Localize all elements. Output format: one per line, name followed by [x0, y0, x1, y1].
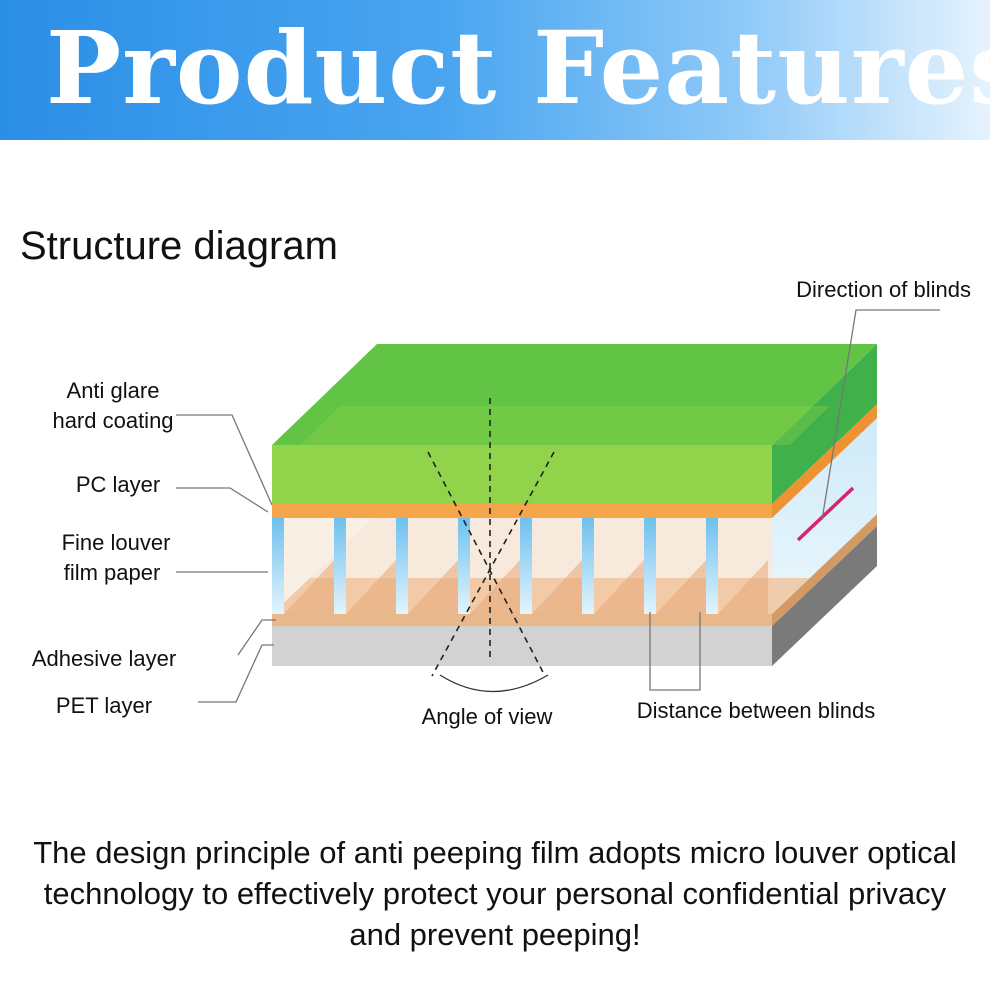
louver-blind	[706, 518, 718, 614]
louver-shadow	[718, 560, 768, 614]
louver-shadow	[470, 560, 520, 614]
label-distance-between-blinds: Distance between blinds	[637, 698, 875, 723]
louver-shadow	[532, 560, 582, 614]
angle-of-view-lines	[427, 398, 555, 693]
louver-shadow	[656, 560, 706, 614]
label-hard-coating: hard coating	[52, 408, 173, 433]
label-direction-of-blinds: Direction of blinds	[796, 277, 971, 302]
louver-film-shape	[272, 416, 877, 614]
header-banner: Product Features	[0, 0, 990, 140]
direction-marker	[796, 486, 855, 542]
louver-blind	[334, 518, 346, 614]
louver-blind	[582, 518, 594, 614]
louver-shadow	[284, 560, 334, 614]
label-adhesive-layer: Adhesive layer	[32, 646, 176, 671]
label-angle-of-view: Angle of view	[422, 704, 553, 729]
louver-shadow	[346, 560, 396, 614]
leader-lines	[176, 309, 940, 703]
coating-layer-shape	[272, 344, 877, 504]
label-pc-layer: PC layer	[76, 472, 160, 497]
label-pet-layer: PET layer	[56, 693, 152, 718]
louver-blind	[520, 518, 532, 614]
louver-blind	[458, 518, 470, 614]
description-caption: The design principle of anti peeping fil…	[33, 835, 957, 952]
louver-blind	[272, 518, 284, 614]
section-title: Structure diagram	[20, 224, 338, 268]
label-fine-louver: Fine louver	[62, 530, 171, 555]
louver-blinds	[272, 518, 768, 614]
banner-title: Product Features	[46, 9, 990, 127]
louver-blind	[396, 518, 408, 614]
label-film-paper: film paper	[64, 560, 161, 585]
louver-blind	[644, 518, 656, 614]
louver-shadow	[594, 560, 644, 614]
louver-shadow	[408, 560, 458, 614]
label-anti-glare: Anti glare	[67, 378, 160, 403]
